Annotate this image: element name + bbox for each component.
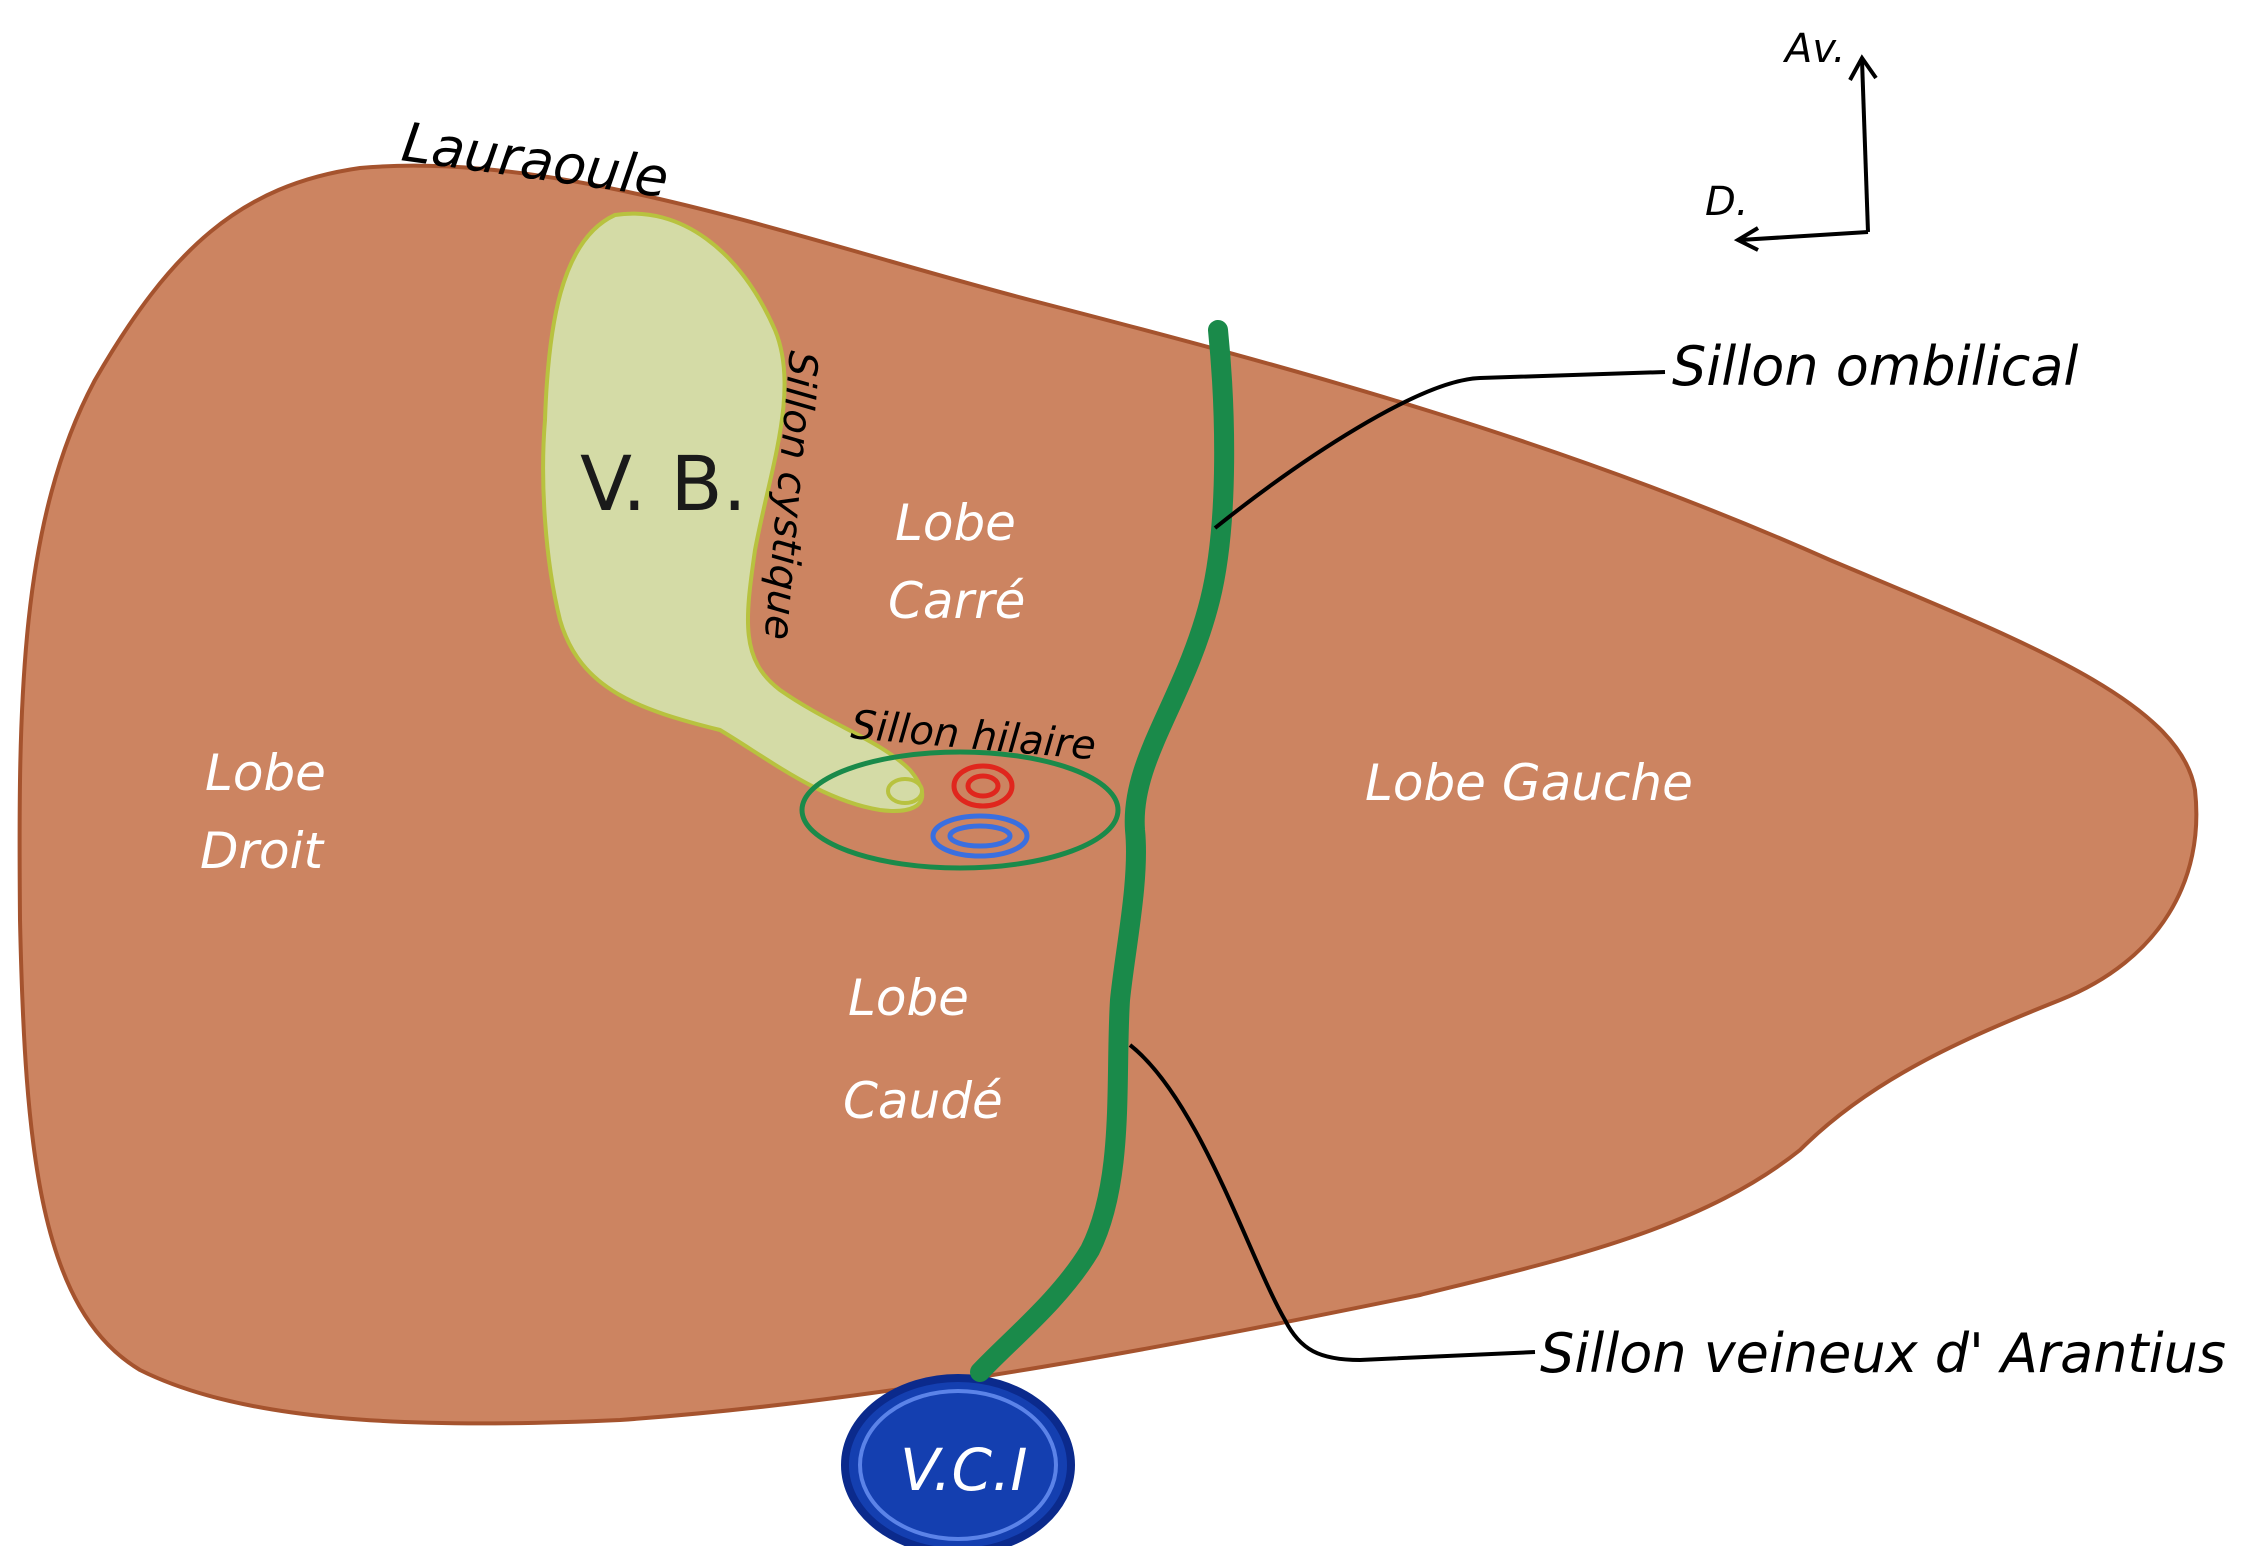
anterior-label: Av. — [1782, 26, 1846, 72]
lobe-caude-label-line1: Lobe — [848, 969, 969, 1027]
lobe-caude-label-line2: Caudé — [843, 1072, 1003, 1130]
vb-label: V. B. — [580, 439, 747, 528]
vci-label: V.C.I — [900, 1436, 1028, 1504]
right-arrow — [1740, 232, 1868, 240]
orientation-axes: Av. D. — [1705, 26, 1876, 250]
anterior-arrow — [1862, 60, 1868, 232]
lobe-carre-label-line2: Carré — [888, 572, 1025, 630]
lobe-droit-label-line1: Lobe — [205, 744, 326, 802]
right-label: D. — [1705, 179, 1749, 225]
cystic-duct-end — [888, 779, 922, 803]
lobe-droit-label-line2: Droit — [200, 822, 326, 880]
sillon-veineux-label: Sillon veineux d' Arantius — [1540, 1322, 2226, 1385]
lobe-gauche-label: Lobe Gauche — [1365, 754, 1693, 812]
lobe-carre-label-line1: Lobe — [895, 494, 1016, 552]
sillon-ombilical-label: Sillon ombilical — [1672, 335, 2078, 398]
